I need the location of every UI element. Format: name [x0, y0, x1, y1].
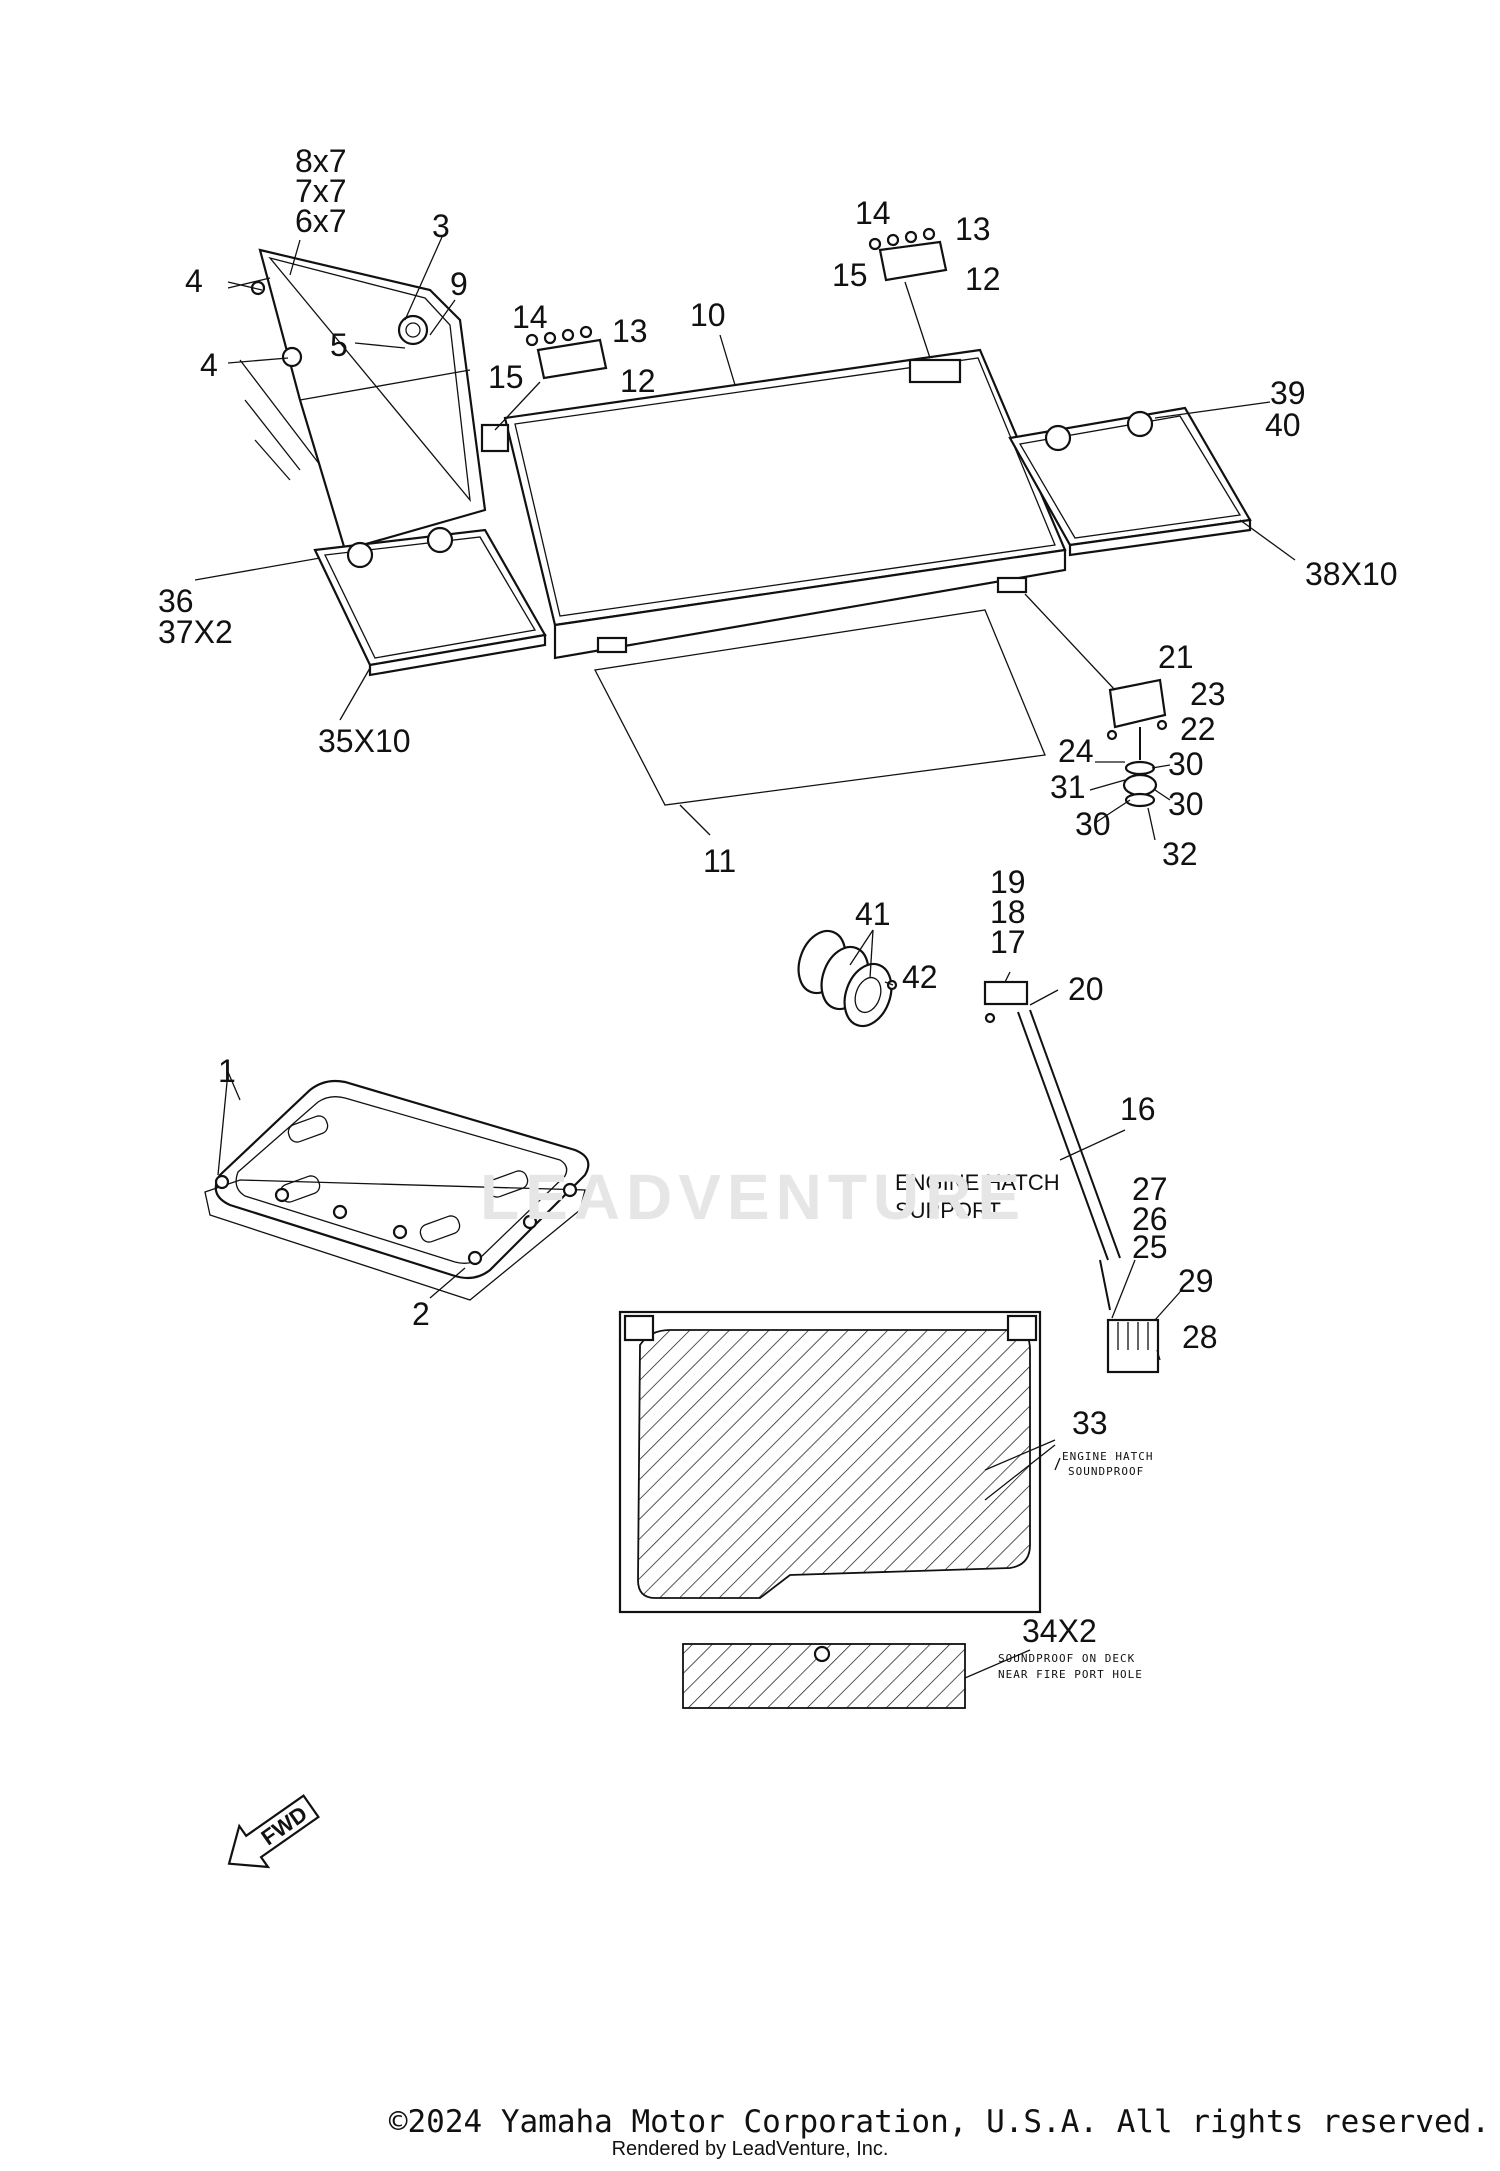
callout-30b: 30: [1168, 786, 1204, 822]
callout-16: 17: [990, 924, 1026, 960]
panel-36: [1008, 406, 1252, 557]
callout-15b: 15: [832, 257, 868, 293]
hinge-left: [480, 423, 510, 453]
callout-20: 25: [1132, 1229, 1168, 1265]
callout-10: 10: [690, 297, 726, 333]
caption-soundproof-39-1: ENGINE HATCH: [1062, 1450, 1153, 1463]
callout-6x7: 6x7: [295, 203, 347, 239]
callout-4a: 4: [185, 263, 203, 299]
callout-18: 19: [990, 864, 1026, 900]
callout-1: 1: [218, 1053, 236, 1089]
callout-labels: 8x7 7x7 6x7 3 9 4 4 5 14 13 15 12 10 14 …: [158, 143, 1398, 1649]
callout-40: 34X2: [1022, 1613, 1097, 1649]
copyright-notice: ©2024 Yamaha Motor Corporation, U.S.A. A…: [388, 2104, 1490, 2140]
callout-34: 36: [158, 583, 194, 619]
fwd-arrow: FWD: [227, 1794, 320, 1869]
hatch-ring-1: [214, 1079, 590, 1280]
callout-29: 24: [1058, 733, 1094, 769]
callout-22: 27: [1132, 1171, 1168, 1207]
callout-13a: 13: [612, 313, 648, 349]
latch-assembly: [1106, 678, 1168, 808]
gasket-sheet-11: [594, 609, 1046, 806]
caption-soundproof-40-2: NEAR FIRE PORT HOLE: [998, 1668, 1143, 1681]
caption-soundproof-39-2: SOUNDPROOF: [1068, 1465, 1144, 1478]
callout-2: 2: [412, 1296, 430, 1332]
callout-28: 23: [1190, 676, 1226, 712]
callout-13b: 13: [955, 211, 991, 247]
hinge-right: [908, 358, 962, 384]
captions: ENGINE HATCH SUPPORT ENGINE HATCH SOUNDP…: [895, 1170, 1153, 1681]
callout-7x7: 7x7: [295, 173, 347, 209]
callout-35: 37X2: [158, 614, 233, 650]
support-mount: [1106, 1318, 1160, 1374]
callout-21: 26: [1132, 1201, 1168, 1237]
callout-17: 18: [990, 894, 1026, 930]
callout-31: 31: [1050, 769, 1086, 805]
hatch-base-2: [204, 1174, 586, 1301]
deck-panel-10: [480, 348, 1067, 660]
rendered-by-notice: Rendered by LeadVenture, Inc.: [611, 2138, 889, 2160]
callout-3: 3: [432, 208, 450, 244]
callout-24: 29: [1178, 1263, 1214, 1299]
callout-30c: 30: [1075, 806, 1111, 842]
callout-12a: 12: [620, 363, 656, 399]
knob-5: [397, 314, 429, 346]
callout-8x7: 8x7: [295, 143, 347, 179]
caption-engine-hatch-support-2: SUPPORT: [895, 1198, 1001, 1223]
callout-39: 33: [1072, 1405, 1108, 1441]
callout-14a: 14: [512, 299, 548, 335]
callout-9: 9: [450, 266, 468, 302]
latch-left: [596, 636, 628, 654]
panel-33: [313, 526, 547, 677]
hinge-bracket-right: [868, 227, 948, 282]
callout-33: 35X10: [318, 723, 411, 759]
callout-30a: 30: [1168, 746, 1204, 782]
hatch-frame-3: [239, 248, 487, 552]
callout-27: 22: [1180, 711, 1216, 747]
callout-42: 42: [902, 959, 938, 995]
callout-38: 40: [1265, 407, 1301, 443]
caption-engine-hatch-support-1: ENGINE HATCH: [895, 1170, 1060, 1195]
caption-soundproof-40-1: SOUNDPROOF ON DECK: [998, 1652, 1135, 1665]
callout-5: 5: [330, 327, 348, 363]
callout-37: 39: [1270, 375, 1306, 411]
leader-lines: [194, 236, 1296, 1679]
callout-14b: 14: [855, 195, 891, 231]
watermark: LEADVENTURE: [480, 1161, 1027, 1233]
hinge-bracket-left: [525, 325, 608, 380]
hatch-support: [983, 980, 1160, 1374]
callout-32: 32: [1162, 836, 1198, 872]
callout-4b: 4: [200, 347, 218, 383]
callout-15a: 15: [488, 359, 524, 395]
callout-19: 20: [1068, 971, 1104, 1007]
soundproof-40: [682, 1643, 966, 1709]
callout-11: 11: [703, 843, 736, 879]
callout-26: 21: [1158, 639, 1194, 675]
latch-right: [996, 576, 1028, 594]
callout-36: 38X10: [1305, 556, 1398, 592]
callout-25: 16: [1120, 1091, 1156, 1127]
callout-12b: 12: [965, 261, 1001, 297]
bezel-set-41: [797, 929, 898, 1028]
soundproof-39: [618, 1310, 1042, 1614]
callout-41: 41: [855, 896, 891, 932]
callout-23: 28: [1182, 1319, 1218, 1355]
